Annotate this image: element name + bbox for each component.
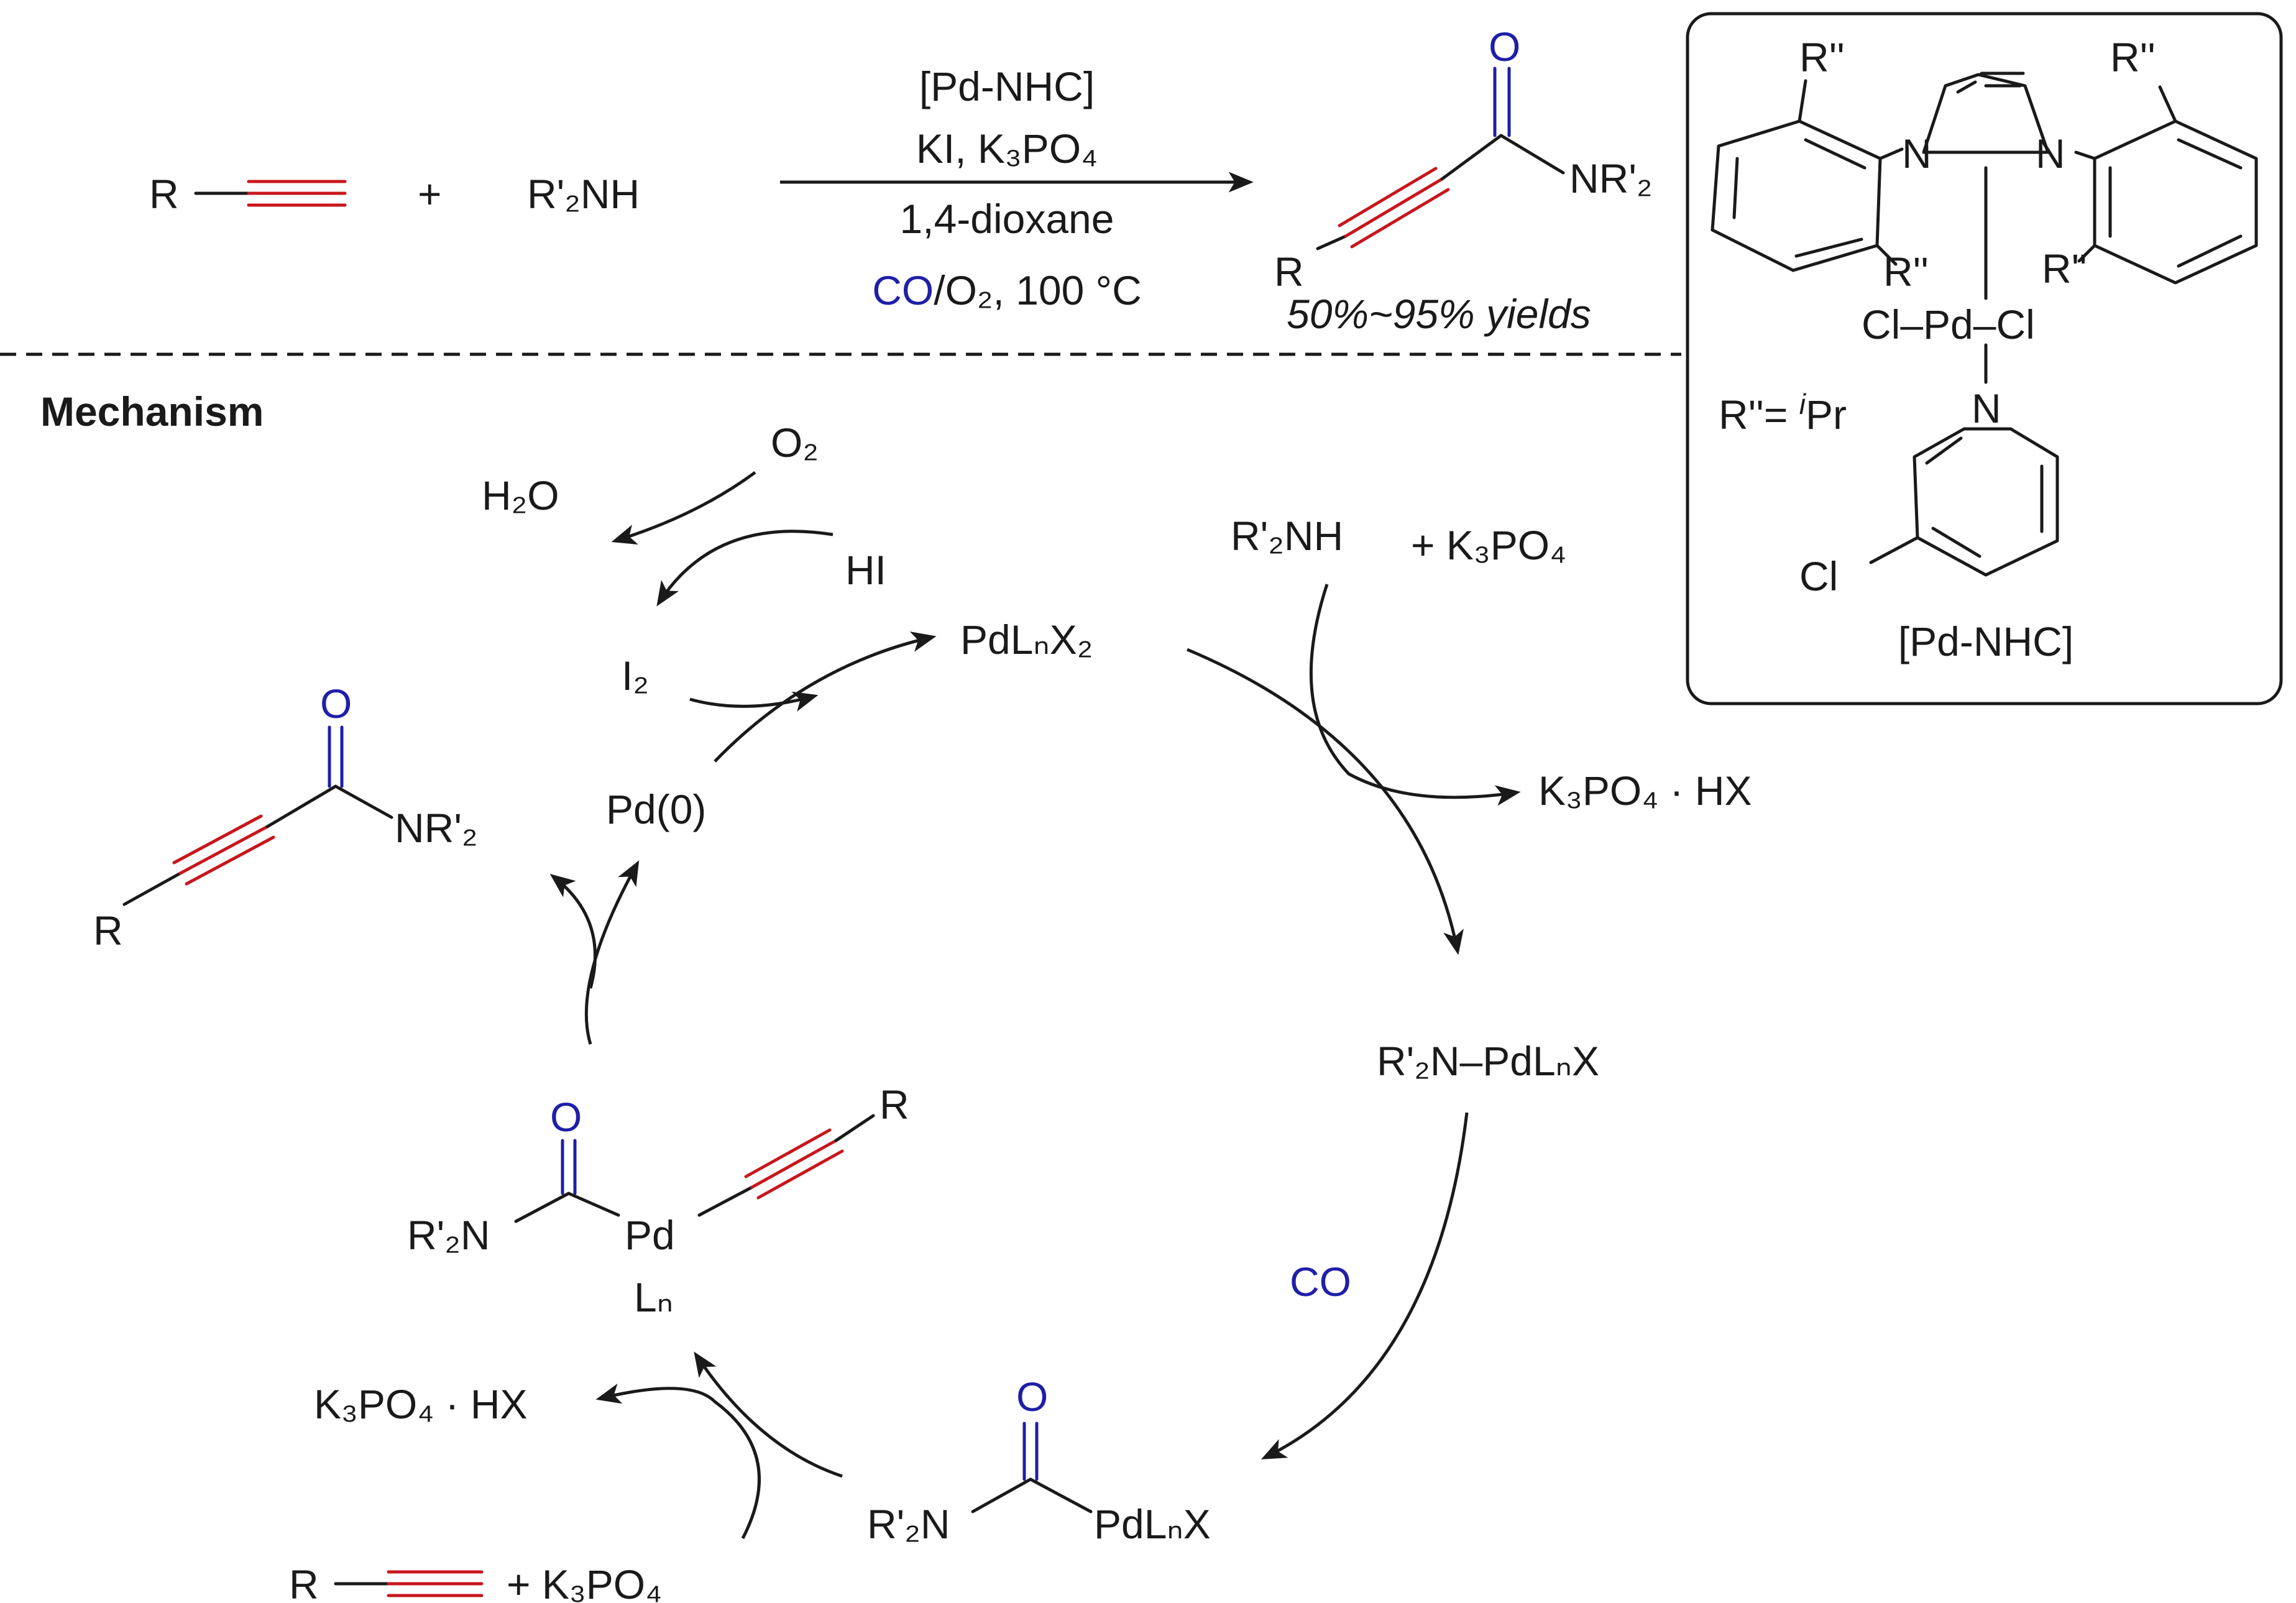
product-amide-n: NR'₂ [1569, 155, 1653, 201]
conditions-co: CO [872, 267, 934, 313]
mechanism-product-oxygen: O [320, 681, 352, 727]
intermediate-r: R [879, 1082, 909, 1128]
alkyne-in-salt-out-arrow [595, 1383, 761, 1540]
catalyst-box: N N R'' R'' R'' R'' Cl–Pd–Cl N [1686, 12, 2283, 705]
alkyne-triple-bond [247, 180, 347, 207]
catalyst-label: [Pd-NHC] [919, 63, 1095, 109]
acyl-to-intermediate-arrow [694, 1351, 843, 1478]
solvent-label: 1,4-dioxane [900, 196, 1114, 242]
co-label: CO [1290, 1259, 1351, 1305]
left-aryl-ring [1711, 79, 1904, 272]
additives-label: KI, K₃PO₄ [916, 126, 1098, 172]
amine-in-salt-out-arrow [1310, 584, 1521, 806]
catalyst-name: [Pd-NHC] [1898, 618, 2073, 664]
nhc-ring [1922, 71, 2050, 300]
amido-pd-label: R'₂N–PdLₙX [1377, 1038, 1599, 1084]
r-definition: R''= iPr [1719, 388, 1847, 438]
mechanism-product: O NR'₂ R [93, 681, 478, 953]
pyridine-cl: Cl [1799, 553, 1838, 599]
i2-label: I₂ [622, 653, 649, 699]
yields-label: 50%~95% yields [1287, 291, 1591, 337]
reaction-equation: R + R'₂NH [Pd-NHC] KI, K₃PO₄ 1,4-dioxane… [149, 24, 1653, 337]
intermediate-pd: Pd [625, 1212, 675, 1258]
plus-sign: + [418, 171, 442, 217]
nhc-n-left: N [1902, 131, 1932, 177]
pyridine-ring [1869, 427, 2059, 577]
salt-bottom-label: K₃PO₄ · HX [314, 1381, 528, 1427]
mechanism: Mechanism O₂ H₂O HI I₂ PdLₙX₂ Pd(0) R'₂N… [40, 388, 1752, 1603]
mechanism-product-r: R [93, 907, 123, 953]
to-product-arrow [549, 873, 597, 989]
r-mid-left: R'' [1883, 249, 1929, 295]
pd-dichloride: Cl–Pd–Cl [1862, 301, 2035, 347]
conditions-label: CO/O₂, 100 °C [872, 267, 1141, 313]
amine-base-label: R'₂NH [1231, 513, 1343, 559]
alkyne-bottom-triple-bond [387, 1570, 484, 1597]
o2-to-h2o-arrow [611, 471, 756, 545]
mechanism-heading: Mechanism [40, 388, 264, 434]
acyl-oxygen: O [1016, 1374, 1048, 1420]
mechanism-product-triple-bond [172, 814, 275, 886]
pdlnx2-label: PdLₙX₂ [960, 617, 1093, 663]
nhc-n-right: N [2036, 131, 2065, 177]
pd0-label: Pd(0) [606, 786, 706, 832]
hi-to-i2-arrow [656, 530, 833, 607]
o2-label: O₂ [771, 420, 819, 466]
intermediate-oxygen: O [550, 1094, 582, 1140]
i2-oxidation-arrow [689, 691, 819, 712]
acyl-amine: R'₂N [867, 1501, 950, 1547]
r-definition-prefix: R''= [1719, 392, 1799, 438]
amine-label: R'₂NH [527, 171, 640, 217]
alkyne-r-bottom: R [289, 1561, 319, 1603]
pd0-to-pdlnx2-arrow [714, 632, 937, 763]
plus-base-label: + K₃PO₄ [1411, 522, 1566, 568]
r-top-right: R'' [2110, 34, 2156, 80]
intermediate-triple-bond [744, 1128, 844, 1200]
catalyst-frame [1686, 12, 2283, 705]
conditions-rest: /O₂, 100 °C [934, 267, 1141, 313]
to-pd0-arrow [584, 860, 640, 1045]
acyl-pd: PdLₙX [1094, 1501, 1211, 1547]
co-insertion-arrow [1261, 1112, 1469, 1459]
intermediate-amine: R'₂N [407, 1212, 490, 1258]
hi-label: HI [845, 547, 886, 593]
product-oxygen: O [1489, 24, 1520, 70]
pyridine-n: N [1972, 385, 2001, 431]
r-mid-right: R'' [2042, 246, 2087, 292]
r-definition-suffix: Pr [1806, 392, 1847, 438]
mechanism-product-amide: NR'₂ [395, 805, 478, 851]
h2o-label: H₂O [482, 472, 559, 518]
product-r-label: R [1274, 249, 1304, 295]
alkynyl-pd-intermediate: O R'₂N Pd Lₙ R [407, 1082, 909, 1320]
r-top-left: R'' [1799, 34, 1845, 80]
carbamoyl-pd-structure: O R'₂N PdLₙX [867, 1374, 1211, 1547]
r-definition-iso: i [1799, 388, 1807, 420]
intermediate-ln: Lₙ [634, 1274, 673, 1320]
alkyne-r-label: R [149, 171, 179, 217]
product-structure: O NR'₂ R [1274, 24, 1653, 295]
right-aryl-ring [2074, 85, 2258, 285]
alkyne-plus-base: + K₃PO₄ [507, 1561, 662, 1603]
pdlnx2-to-amido-arrow [1187, 648, 1464, 955]
salt-top-label: K₃PO₄ · HX [1538, 768, 1752, 814]
